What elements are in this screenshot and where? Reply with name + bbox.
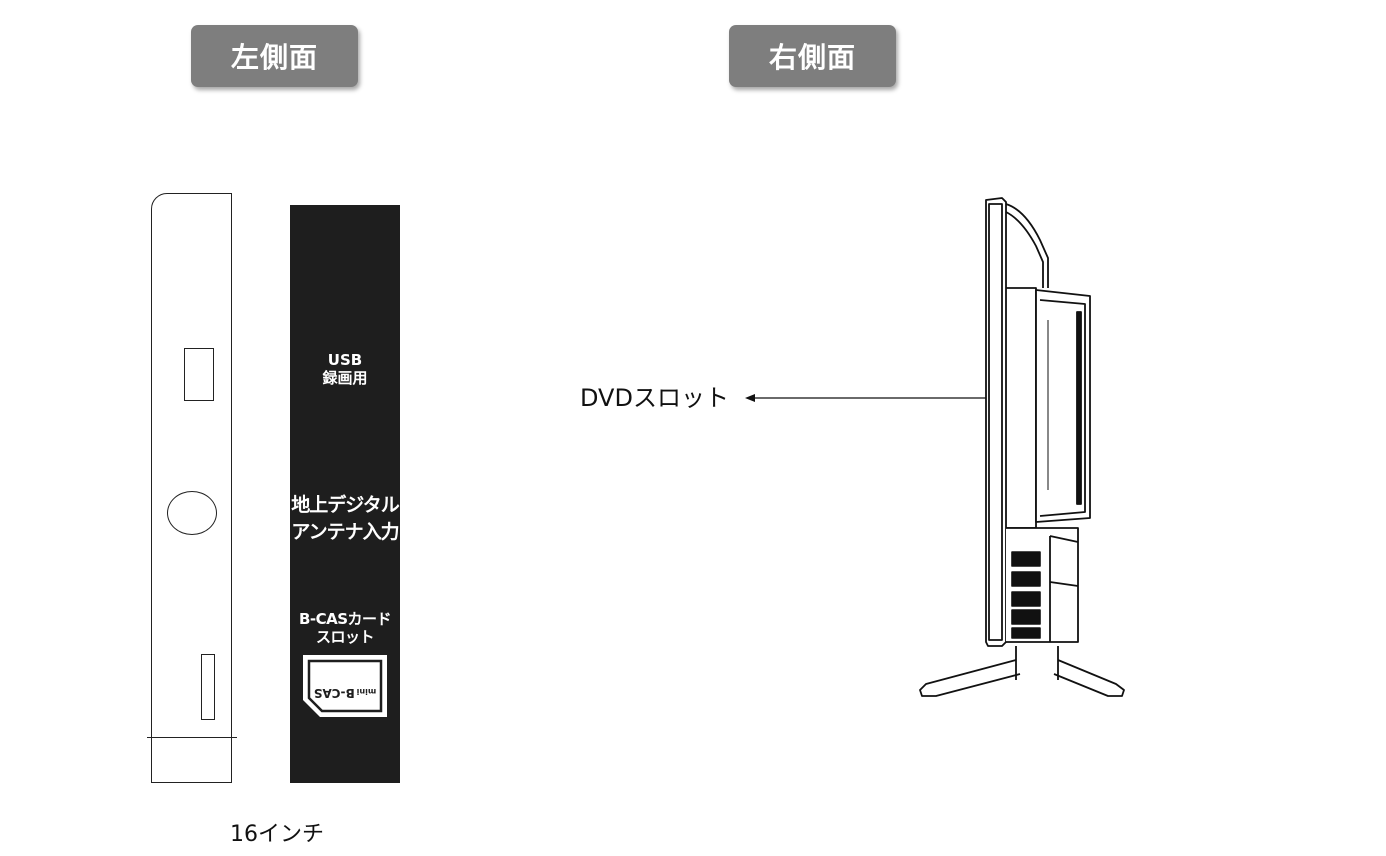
antenna-port-shape <box>167 491 217 535</box>
usb-label: USB 録画用 <box>290 351 400 387</box>
dvd-slot-line <box>1076 311 1082 505</box>
tv-back-top <box>1005 203 1049 288</box>
stand-neck <box>1015 646 1059 680</box>
right-side-title: 右側面 <box>768 41 856 74</box>
side-ports <box>1011 551 1041 639</box>
tv-left-side-outline <box>151 193 232 783</box>
bcas-label-line1: B-CASカード <box>298 610 392 628</box>
left-side-title-badge: 左側面 <box>191 25 358 87</box>
bcas-slot-shape <box>201 654 215 720</box>
usb-port-shape <box>184 348 214 401</box>
stand-foot-right <box>1053 659 1125 697</box>
usb-label-line1: USB <box>327 351 363 369</box>
tv-right-side-drawing <box>745 197 1125 697</box>
bcas-card-icon <box>303 655 387 717</box>
bcas-card-name: B-CAS <box>313 686 355 700</box>
right-side-title-badge: 右側面 <box>729 25 896 87</box>
dvd-module <box>1035 289 1091 523</box>
antenna-label: 地上デジタル アンテナ入力 <box>290 492 400 545</box>
tv-bezel <box>985 197 1007 647</box>
dvd-slot-label: DVDスロット <box>580 384 729 412</box>
size-caption: 16インチ <box>230 822 324 847</box>
bcas-card-label: miniB-CAS <box>313 686 377 700</box>
left-side-title: 左側面 <box>230 41 318 74</box>
base-line <box>147 737 237 738</box>
dvd-pointer-arrowhead <box>745 394 755 402</box>
tv-back-body <box>1006 287 1037 529</box>
bcas-label: B-CASカード スロット <box>290 610 400 646</box>
antenna-label-line1: 地上デジタル <box>291 494 400 516</box>
antenna-label-line2: アンテナ入力 <box>291 520 399 543</box>
usb-label-line2: 録画用 <box>322 369 368 387</box>
bcas-label-line2: スロット <box>315 628 375 646</box>
bcas-card-mini: mini <box>356 687 377 696</box>
stand-foot-left <box>919 659 1021 697</box>
port-label-strip: USB 録画用 地上デジタル アンテナ入力 B-CASカード スロット mini… <box>290 205 400 783</box>
